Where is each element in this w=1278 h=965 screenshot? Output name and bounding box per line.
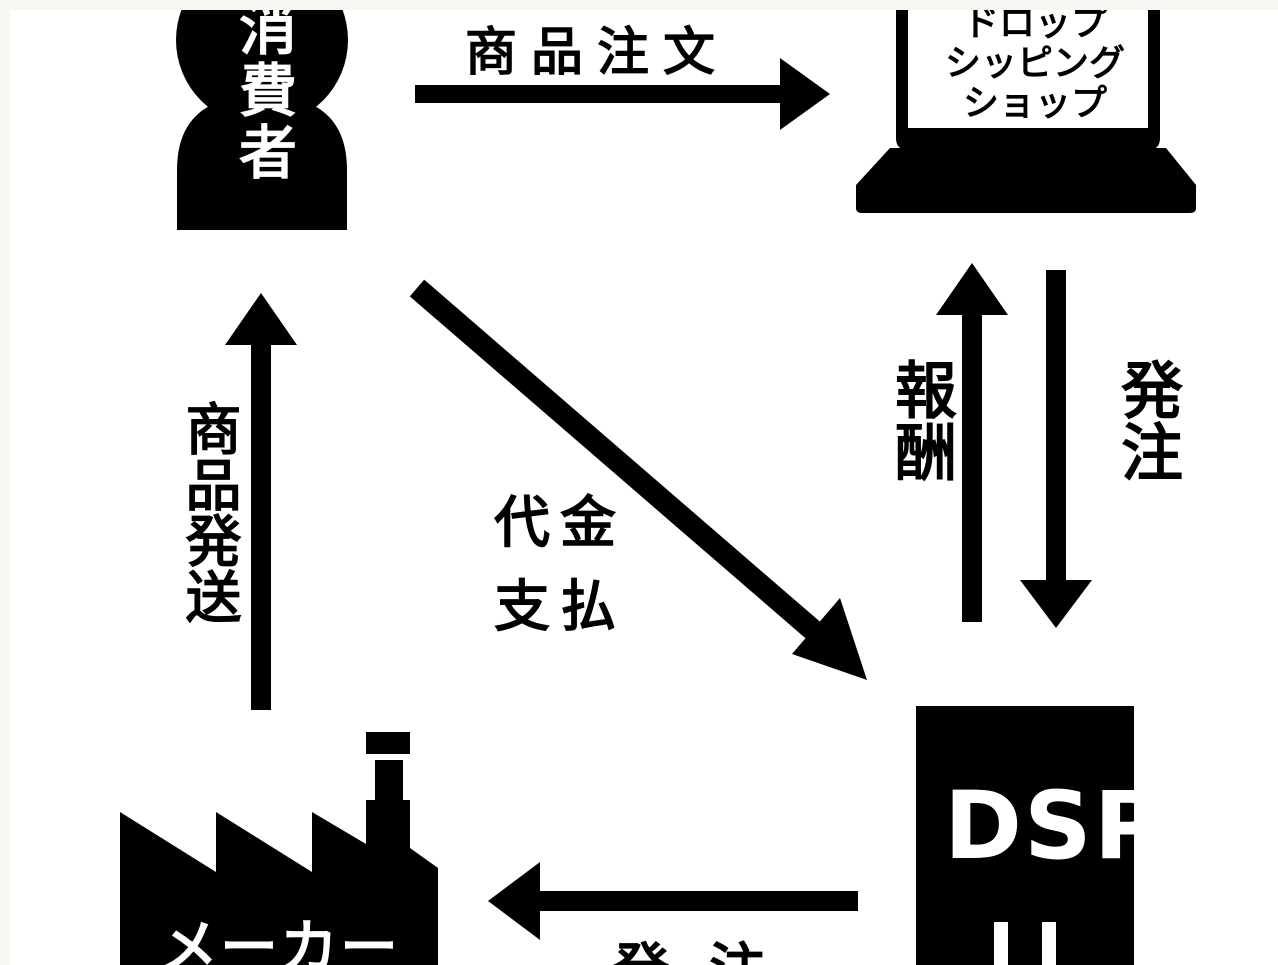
consumer-label: 消費者	[229, 10, 297, 184]
shop-label: ドロップ シッピング ショップ	[910, 10, 1160, 124]
payment-label-line1: 代金	[494, 491, 626, 556]
payment-label-line2: 支払	[494, 575, 626, 640]
arrow-order-right	[1020, 270, 1092, 628]
maker-label: メーカー	[160, 913, 401, 965]
laptop-icon	[856, 10, 1196, 213]
order-right-label: 発注	[1110, 358, 1183, 482]
diagram-canvas: 消費者 ドロップ シッピング ショップ 商品注文 報酬 発注 商品発送 代金 支…	[10, 10, 1278, 965]
dsp-building-icon	[916, 706, 1134, 965]
dsp-label: DSP	[944, 772, 1165, 881]
product-order-label: 商品注文	[465, 23, 730, 83]
reward-label: 報酬	[884, 358, 957, 482]
product-shipping-label: 商品発送	[176, 400, 241, 624]
arrow-payment	[409, 279, 867, 680]
consumer-icon	[176, 10, 348, 230]
shop-label-line: シッピング	[944, 43, 1125, 84]
arrow-order-bottom	[488, 862, 858, 940]
arrow-reward	[936, 263, 1008, 622]
payment-label: 代金 支払	[494, 482, 626, 650]
shop-label-line: ドロップ	[962, 10, 1107, 44]
order-bottom-label: 発注	[613, 925, 805, 965]
arrow-product-shipping	[225, 293, 297, 710]
factory-icon	[120, 732, 438, 965]
shop-label-line: ショップ	[962, 83, 1107, 124]
arrow-product-order	[415, 58, 830, 130]
diagram-graphics	[120, 10, 1196, 965]
